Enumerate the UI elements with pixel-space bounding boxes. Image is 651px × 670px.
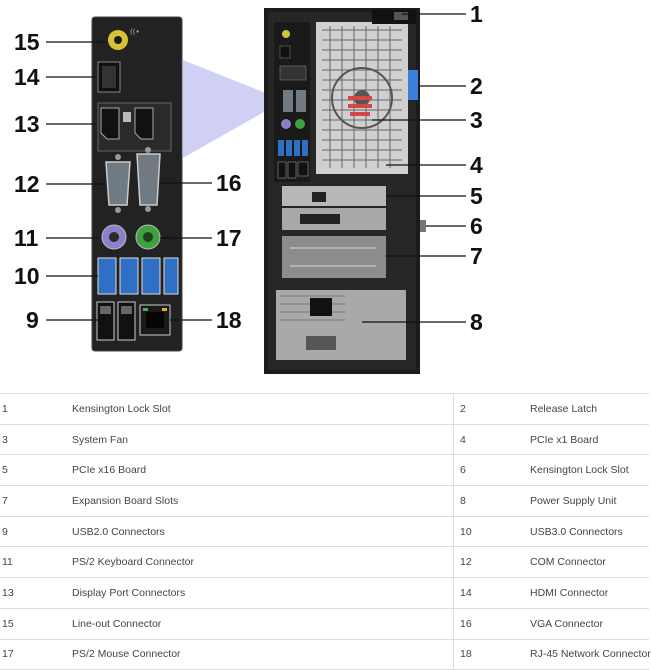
legend-number: 9 [0,515,72,547]
callout-numbers: 15 14 13 12 11 10 9 16 17 18 1 2 3 4 5 6… [14,1,483,335]
callout-18: 18 [216,307,242,333]
legend-description: USB3.0 Connectors [530,515,649,547]
callout-4: 4 [470,152,483,178]
callout-6: 6 [470,213,483,239]
zoom-highlight [183,60,278,158]
legend-number: 5 [0,454,72,486]
legend-number: 18 [453,638,530,670]
legend-number: 10 [453,515,530,547]
legend-description: PS/2 Mouse Connector [72,638,454,670]
pcie-x1-board [282,186,386,206]
legend-description: Kensington Lock Slot [72,393,454,425]
callout-12: 12 [14,171,40,197]
legend-number: 4 [453,423,530,455]
legend-number: 13 [0,577,72,609]
io-panel-closeup: ((• [91,16,183,352]
legend-description: Release Latch [530,393,649,425]
callout-3: 3 [470,107,483,133]
legend-number: 14 [453,577,530,609]
rear-panel-diagram: ((• [14,1,483,374]
callout-7: 7 [470,243,483,269]
callout-5: 5 [470,183,483,209]
legend-number: 15 [0,607,72,639]
callout-14: 14 [14,64,40,90]
legend-description: Expansion Board Slots [72,485,454,517]
legend-description: VGA Connector [530,607,649,639]
legend-description: USB2.0 Connectors [72,515,454,547]
callout-2: 2 [470,73,483,99]
legend-number: 11 [0,546,72,578]
release-latch [408,70,418,100]
legend-number: 3 [0,423,72,455]
usb3-connectors [97,257,179,295]
legend-description: PCIe x16 Board [72,454,454,486]
vga-connector [136,147,161,212]
legend-description: PS/2 Keyboard Connector [72,546,454,578]
legend-number: 2 [453,393,530,425]
legend-number: 7 [0,485,72,517]
legend-description: RJ-45 Network Connector [530,638,651,670]
legend-number: 16 [453,607,530,639]
displayport-connectors [97,102,172,152]
rj45-network-connector [139,304,171,336]
legend-description: Line-out Connector [72,607,454,639]
kensington-lock-slot-side [420,220,426,232]
callout-15: 15 [14,29,40,55]
callout-16: 16 [216,170,242,196]
callout-17: 17 [216,225,242,251]
com-connector [105,154,131,213]
legend-description: COM Connector [530,546,649,578]
legend-description: PCIe x1 Board [530,423,649,455]
system-fan [331,67,393,129]
usb2-connectors [96,301,136,341]
callout-8: 8 [470,309,483,335]
legend-number: 12 [453,546,530,578]
legend-number: 1 [0,393,72,425]
kensington-lock-slot-top [394,12,408,20]
callout-11: 11 [14,225,39,251]
legend-number: 6 [453,454,530,486]
callout-9: 9 [26,307,39,333]
power-supply-unit [276,290,406,360]
expansion-board-slots [282,236,386,278]
callout-13: 13 [14,111,40,137]
callout-10: 10 [14,263,40,289]
legend-description: HDMI Connector [530,577,649,609]
legend-description: System Fan [72,423,454,455]
legend-number: 17 [0,638,72,670]
svg-text:((•: ((• [130,28,140,36]
tower-rear-view [264,8,426,374]
legend-description: Display Port Connectors [72,577,454,609]
legend-description: Power Supply Unit [530,485,649,517]
legend-description: Kensington Lock Slot [530,454,649,486]
legend-number: 8 [453,485,530,517]
callout-1: 1 [470,1,483,27]
